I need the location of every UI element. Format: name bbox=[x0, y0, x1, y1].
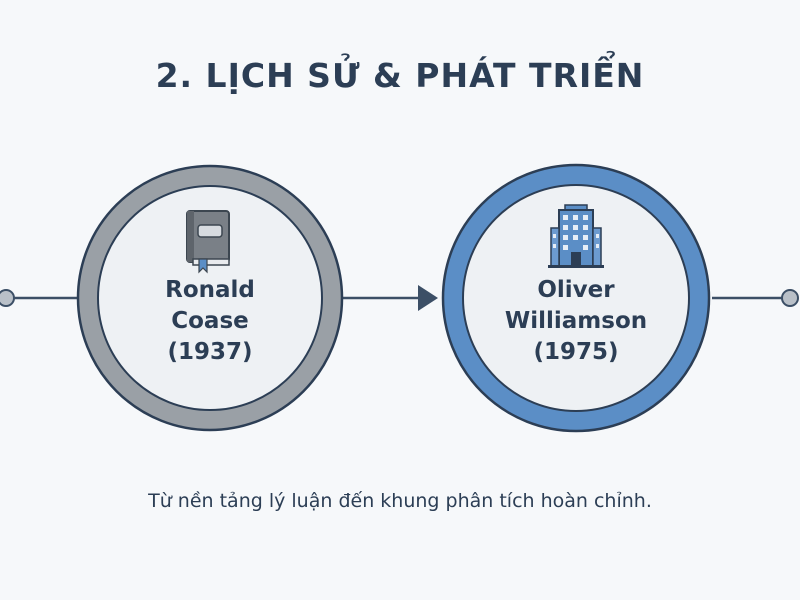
caption: Từ nền tảng lý luận đến khung phân tích … bbox=[148, 490, 652, 512]
node-name-line2: Williamson bbox=[504, 308, 648, 334]
node-name-line1: Oliver bbox=[537, 277, 615, 303]
timeline-start-dot bbox=[0, 289, 15, 307]
node-name-line2: Coase bbox=[171, 308, 249, 334]
book-icon bbox=[186, 210, 230, 274]
node-oliver-williamson bbox=[441, 163, 711, 433]
node-label-oliver-williamson: Oliver Williamson (1975) bbox=[466, 275, 686, 368]
building-icon bbox=[548, 204, 604, 268]
node-label-ronald-coase: Ronald Coase (1937) bbox=[100, 275, 320, 368]
page-title: 2. LỊCH SỬ & PHÁT TRIỂN bbox=[155, 56, 645, 95]
node-name-line1: Ronald bbox=[165, 277, 255, 303]
node-year: (1937) bbox=[167, 339, 253, 365]
node-year: (1975) bbox=[533, 339, 619, 365]
arrow-right-icon bbox=[418, 285, 438, 311]
node-ronald-coase bbox=[76, 164, 344, 432]
timeline-end-dot bbox=[781, 289, 799, 307]
